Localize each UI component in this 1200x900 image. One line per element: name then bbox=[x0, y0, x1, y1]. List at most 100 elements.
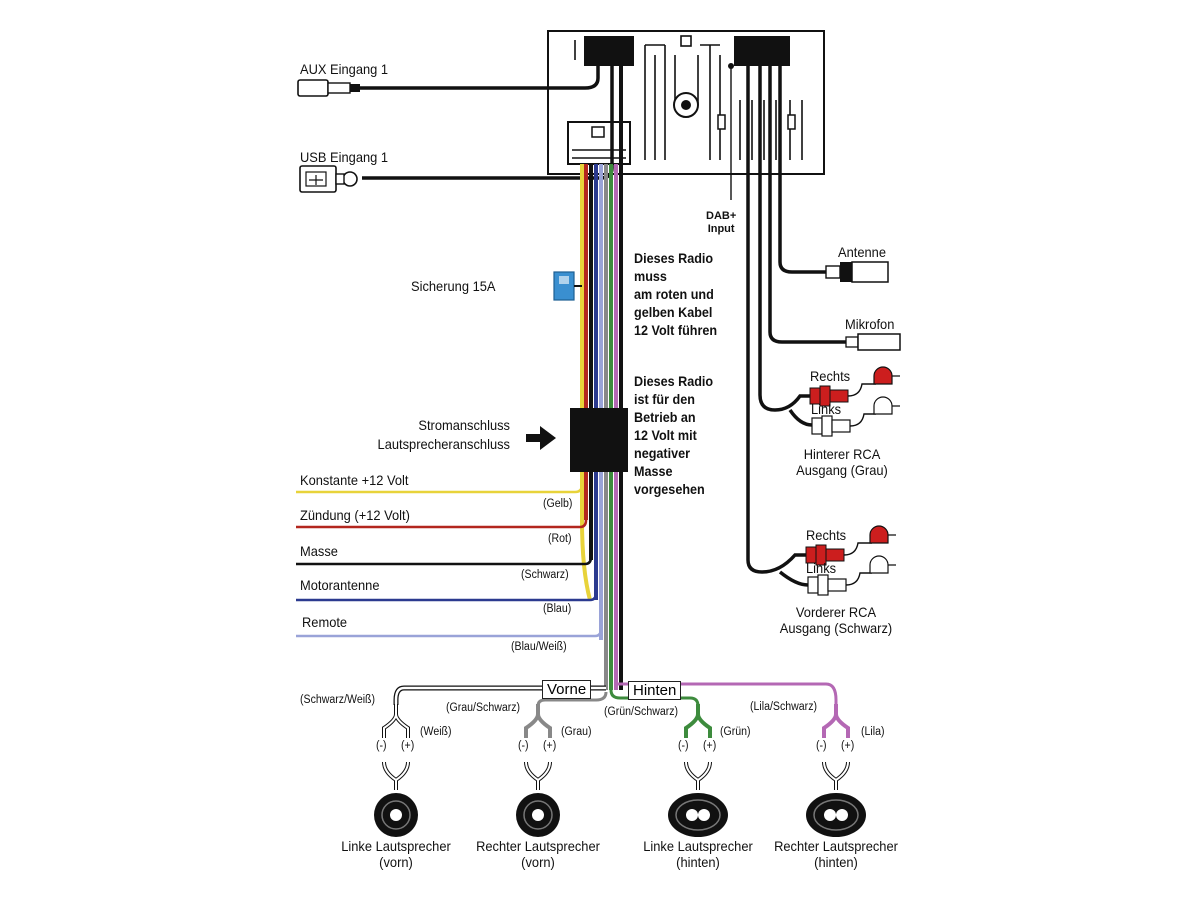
speaker-pos-wire-label: (Lila) bbox=[861, 726, 885, 738]
wire-color-antenna: (Blau) bbox=[543, 603, 572, 615]
speaker-pos-wire-label: (Weiß) bbox=[420, 726, 452, 738]
speaker-split-wire bbox=[524, 704, 552, 738]
plus-terminal-label: (+) bbox=[543, 740, 557, 752]
speaker-name-line: Linke Lautsprecher bbox=[643, 838, 753, 854]
mic-plug bbox=[845, 333, 901, 351]
front-rca-left: Links bbox=[806, 560, 837, 576]
note1-line: 12 Volt führen bbox=[634, 322, 718, 338]
speaker-name-line: Rechter Lautsprecher bbox=[774, 838, 898, 854]
front-rca-plugs bbox=[805, 525, 896, 596]
usb-label: USB Eingang 1 bbox=[300, 149, 389, 165]
head-unit bbox=[547, 30, 825, 175]
speaker-split-wire bbox=[383, 704, 409, 738]
speaker-wires bbox=[393, 682, 838, 707]
antenna-label: Antenne bbox=[838, 244, 886, 260]
rear-group-label: Hinten bbox=[628, 681, 682, 700]
mic-label: Mikrofon bbox=[845, 316, 895, 332]
power-wires bbox=[296, 484, 603, 638]
wire-color-remote: (Blau/Weiß) bbox=[511, 641, 567, 653]
wire-label-antenna: Motorantenne bbox=[300, 577, 380, 593]
wire-label-ground: Masse bbox=[300, 543, 338, 559]
wire-label-remote: Remote bbox=[302, 614, 348, 630]
front-rca-title-2: Ausgang (Schwarz) bbox=[779, 620, 893, 636]
speaker-split-wire bbox=[684, 704, 712, 738]
minus-terminal-label: (-) bbox=[678, 740, 689, 752]
speaker-name-line: Rechter Lautsprecher bbox=[476, 838, 600, 854]
front-group-label: Vorne bbox=[542, 680, 592, 699]
note2-line: negativer bbox=[634, 445, 691, 461]
rear-rca-title-1: Hinterer RCA bbox=[803, 446, 881, 462]
note1-line: muss bbox=[634, 268, 667, 284]
speaker-lead bbox=[685, 761, 711, 790]
fuse bbox=[553, 271, 582, 301]
front-rca-title-1: Vorderer RCA bbox=[795, 604, 877, 620]
connector-label-2: Lautsprecheranschluss bbox=[377, 436, 510, 452]
speaker-position-line: (hinten) bbox=[676, 854, 720, 870]
dab-label-line1: DAB+ bbox=[706, 210, 737, 222]
speaker-1 bbox=[374, 704, 418, 837]
plus-terminal-label: (+) bbox=[841, 740, 855, 752]
speaker-name: Rechter Lautsprecher(vorn) bbox=[476, 838, 600, 870]
wire-label-ignition: Zündung (+12 Volt) bbox=[300, 507, 410, 523]
note2-line: ist für den bbox=[634, 391, 695, 407]
speaker-position-line: (vorn) bbox=[521, 854, 555, 870]
dab-label-line2: Input bbox=[707, 223, 735, 235]
speaker-neg-wire-label: (Grau/Schwarz) bbox=[446, 702, 521, 714]
speaker-neg-wire-label: (Grün/Schwarz) bbox=[604, 706, 679, 718]
speaker-2 bbox=[516, 704, 560, 837]
plus-terminal-label: (+) bbox=[703, 740, 717, 752]
wire-label-constant: Konstante +12 Volt bbox=[300, 472, 409, 488]
front-rca-title: Vorderer RCA Ausgang (Schwarz) bbox=[780, 604, 892, 636]
speaker-position-line: (hinten) bbox=[814, 854, 858, 870]
speaker-name: Linke Lautsprecher(hinten) bbox=[643, 838, 753, 870]
minus-terminal-label: (-) bbox=[518, 740, 529, 752]
note2-line: Betrieb an bbox=[634, 409, 696, 425]
minus-terminal-label: (-) bbox=[376, 740, 387, 752]
front-rca-right: Rechts bbox=[806, 527, 847, 543]
speaker-name: Linke Lautsprecher(vorn) bbox=[341, 838, 451, 870]
rear-rca-title: Hinterer RCA Ausgang (Grau) bbox=[796, 446, 888, 478]
speaker-lead bbox=[383, 761, 409, 790]
speaker-split-wire bbox=[822, 704, 850, 738]
connector-label-1: Stromanschluss bbox=[418, 417, 510, 433]
note1-line: am roten und bbox=[634, 286, 714, 302]
right-cables bbox=[746, 66, 846, 587]
fuse-label: Sicherung 15A bbox=[411, 278, 496, 294]
note2-line: Dieses Radio bbox=[634, 373, 714, 389]
speaker-pos-wire-label: (Grün) bbox=[720, 726, 751, 738]
wire-color-ground: (Schwarz) bbox=[521, 569, 569, 581]
dab-input bbox=[728, 63, 734, 200]
antenna-plug bbox=[825, 261, 889, 283]
speaker-lead bbox=[823, 761, 849, 790]
rear-rca-plugs bbox=[809, 366, 900, 437]
speaker-4 bbox=[806, 704, 866, 837]
note2-line: Masse bbox=[634, 463, 673, 479]
note2-line: 12 Volt mit bbox=[634, 427, 697, 443]
speaker-3 bbox=[668, 704, 728, 837]
rear-rca-left: Links bbox=[811, 401, 842, 417]
note-12v: Dieses Radio muss am roten und gelben Ka… bbox=[634, 249, 717, 339]
rear-rca-title-2: Ausgang (Grau) bbox=[796, 462, 888, 478]
note-ground: Dieses Radio ist für den Betrieb an 12 V… bbox=[634, 372, 713, 498]
speaker-lead bbox=[525, 761, 551, 790]
aux-cable bbox=[297, 66, 600, 97]
plus-terminal-label: (+) bbox=[401, 740, 415, 752]
dab-label: DAB+ Input bbox=[706, 210, 736, 236]
wire-color-ignition: (Rot) bbox=[548, 533, 572, 545]
speaker-name-line: Linke Lautsprecher bbox=[341, 838, 451, 854]
note1-line: gelben Kabel bbox=[634, 304, 713, 320]
speaker-neg-wire-label: (Lila/Schwarz) bbox=[750, 701, 818, 713]
rear-rca-right: Rechts bbox=[810, 368, 851, 384]
speaker-pos-wire-label: (Grau) bbox=[561, 726, 592, 738]
harness-block bbox=[526, 408, 628, 472]
note1-line: Dieses Radio bbox=[634, 250, 714, 266]
speaker-position-line: (vorn) bbox=[379, 854, 413, 870]
wire-color-constant: (Gelb) bbox=[543, 498, 573, 510]
aux-label: AUX Eingang 1 bbox=[300, 61, 389, 77]
note2-line: vorgesehen bbox=[634, 481, 705, 497]
minus-terminal-label: (-) bbox=[816, 740, 827, 752]
speaker-neg-wire-label: (Schwarz/Weiß) bbox=[300, 694, 376, 706]
speaker-name: Rechter Lautsprecher(hinten) bbox=[774, 838, 898, 870]
